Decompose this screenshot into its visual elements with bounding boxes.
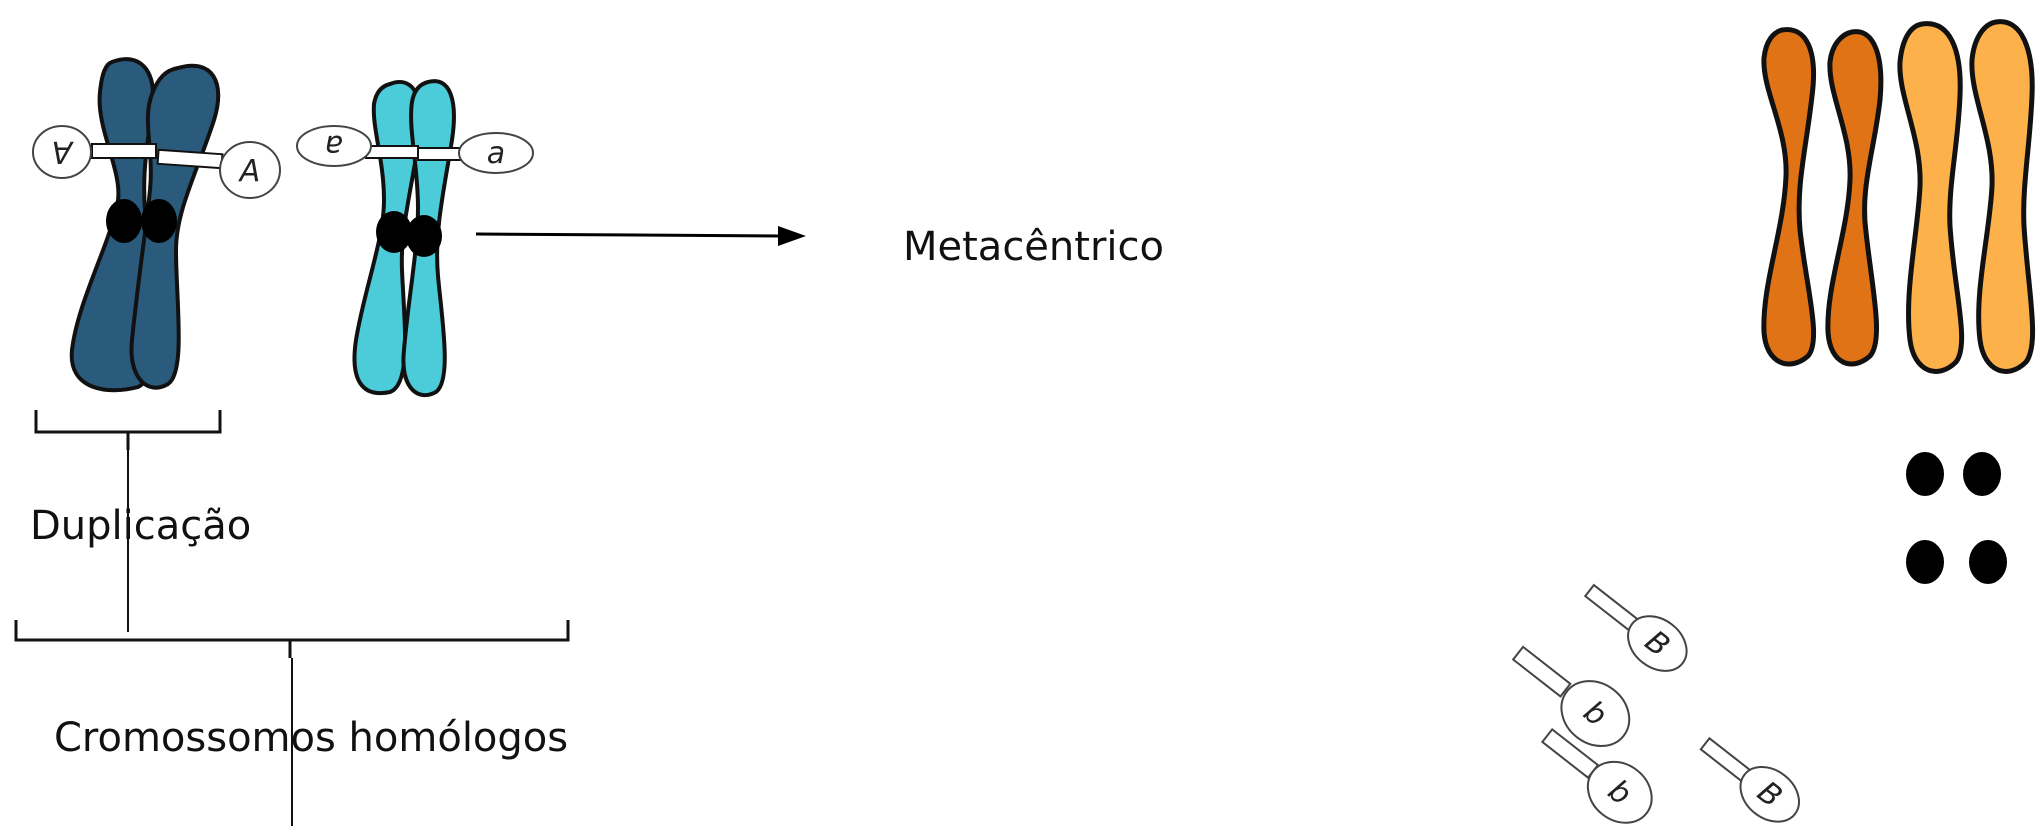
allele-label: a	[325, 128, 343, 163]
allele-tag-free-4: B	[1699, 736, 1800, 823]
metacentric-arrow	[475, 226, 806, 246]
light-chromosome-pair	[352, 79, 465, 398]
light-centromere-right	[406, 215, 442, 257]
orange-chromatid-2	[1825, 29, 1884, 367]
centromere-dots	[1906, 452, 2007, 584]
allele-tag-free-1: B	[1583, 583, 1688, 672]
homologous-label: Cromossomos homólogos	[54, 715, 569, 761]
dark-centromere-right	[141, 199, 177, 243]
dark-centromere-left	[106, 199, 142, 243]
orange-chromatid-group	[1761, 19, 2036, 374]
allele-tag-free-2: b	[1511, 645, 1631, 747]
allele-label: A	[238, 154, 261, 189]
orange-chromatid-4	[1969, 19, 2036, 374]
light-centromere-left	[376, 211, 412, 253]
centromere-dot	[1906, 452, 1944, 496]
allele-label: a	[487, 136, 505, 171]
orange-chromatid-3	[1897, 21, 1965, 374]
centromere-dot	[1963, 452, 2001, 496]
dark-arm-left	[91, 143, 157, 159]
allele-tag-free-3: b	[1540, 727, 1653, 824]
metacentric-label: Metacêntrico	[903, 224, 1164, 270]
allele-label: A	[52, 134, 75, 169]
duplication-bracket	[34, 410, 222, 632]
centromere-dot	[1969, 540, 2007, 584]
homologous-bracket	[14, 620, 570, 826]
allele-bubble-light-left: a	[296, 125, 372, 167]
duplication-label: Duplicação	[30, 503, 252, 549]
light-arm-right	[417, 147, 465, 161]
orange-chromatid-1	[1761, 27, 1816, 367]
allele-bubble-dark-right: A	[219, 141, 281, 199]
centromere-dot	[1906, 540, 1944, 584]
dark-chromosome-pair	[69, 57, 224, 393]
light-arm-left	[365, 145, 419, 159]
allele-bubble-dark-left: A	[32, 125, 92, 179]
allele-bubble-light-right: a	[458, 132, 534, 174]
